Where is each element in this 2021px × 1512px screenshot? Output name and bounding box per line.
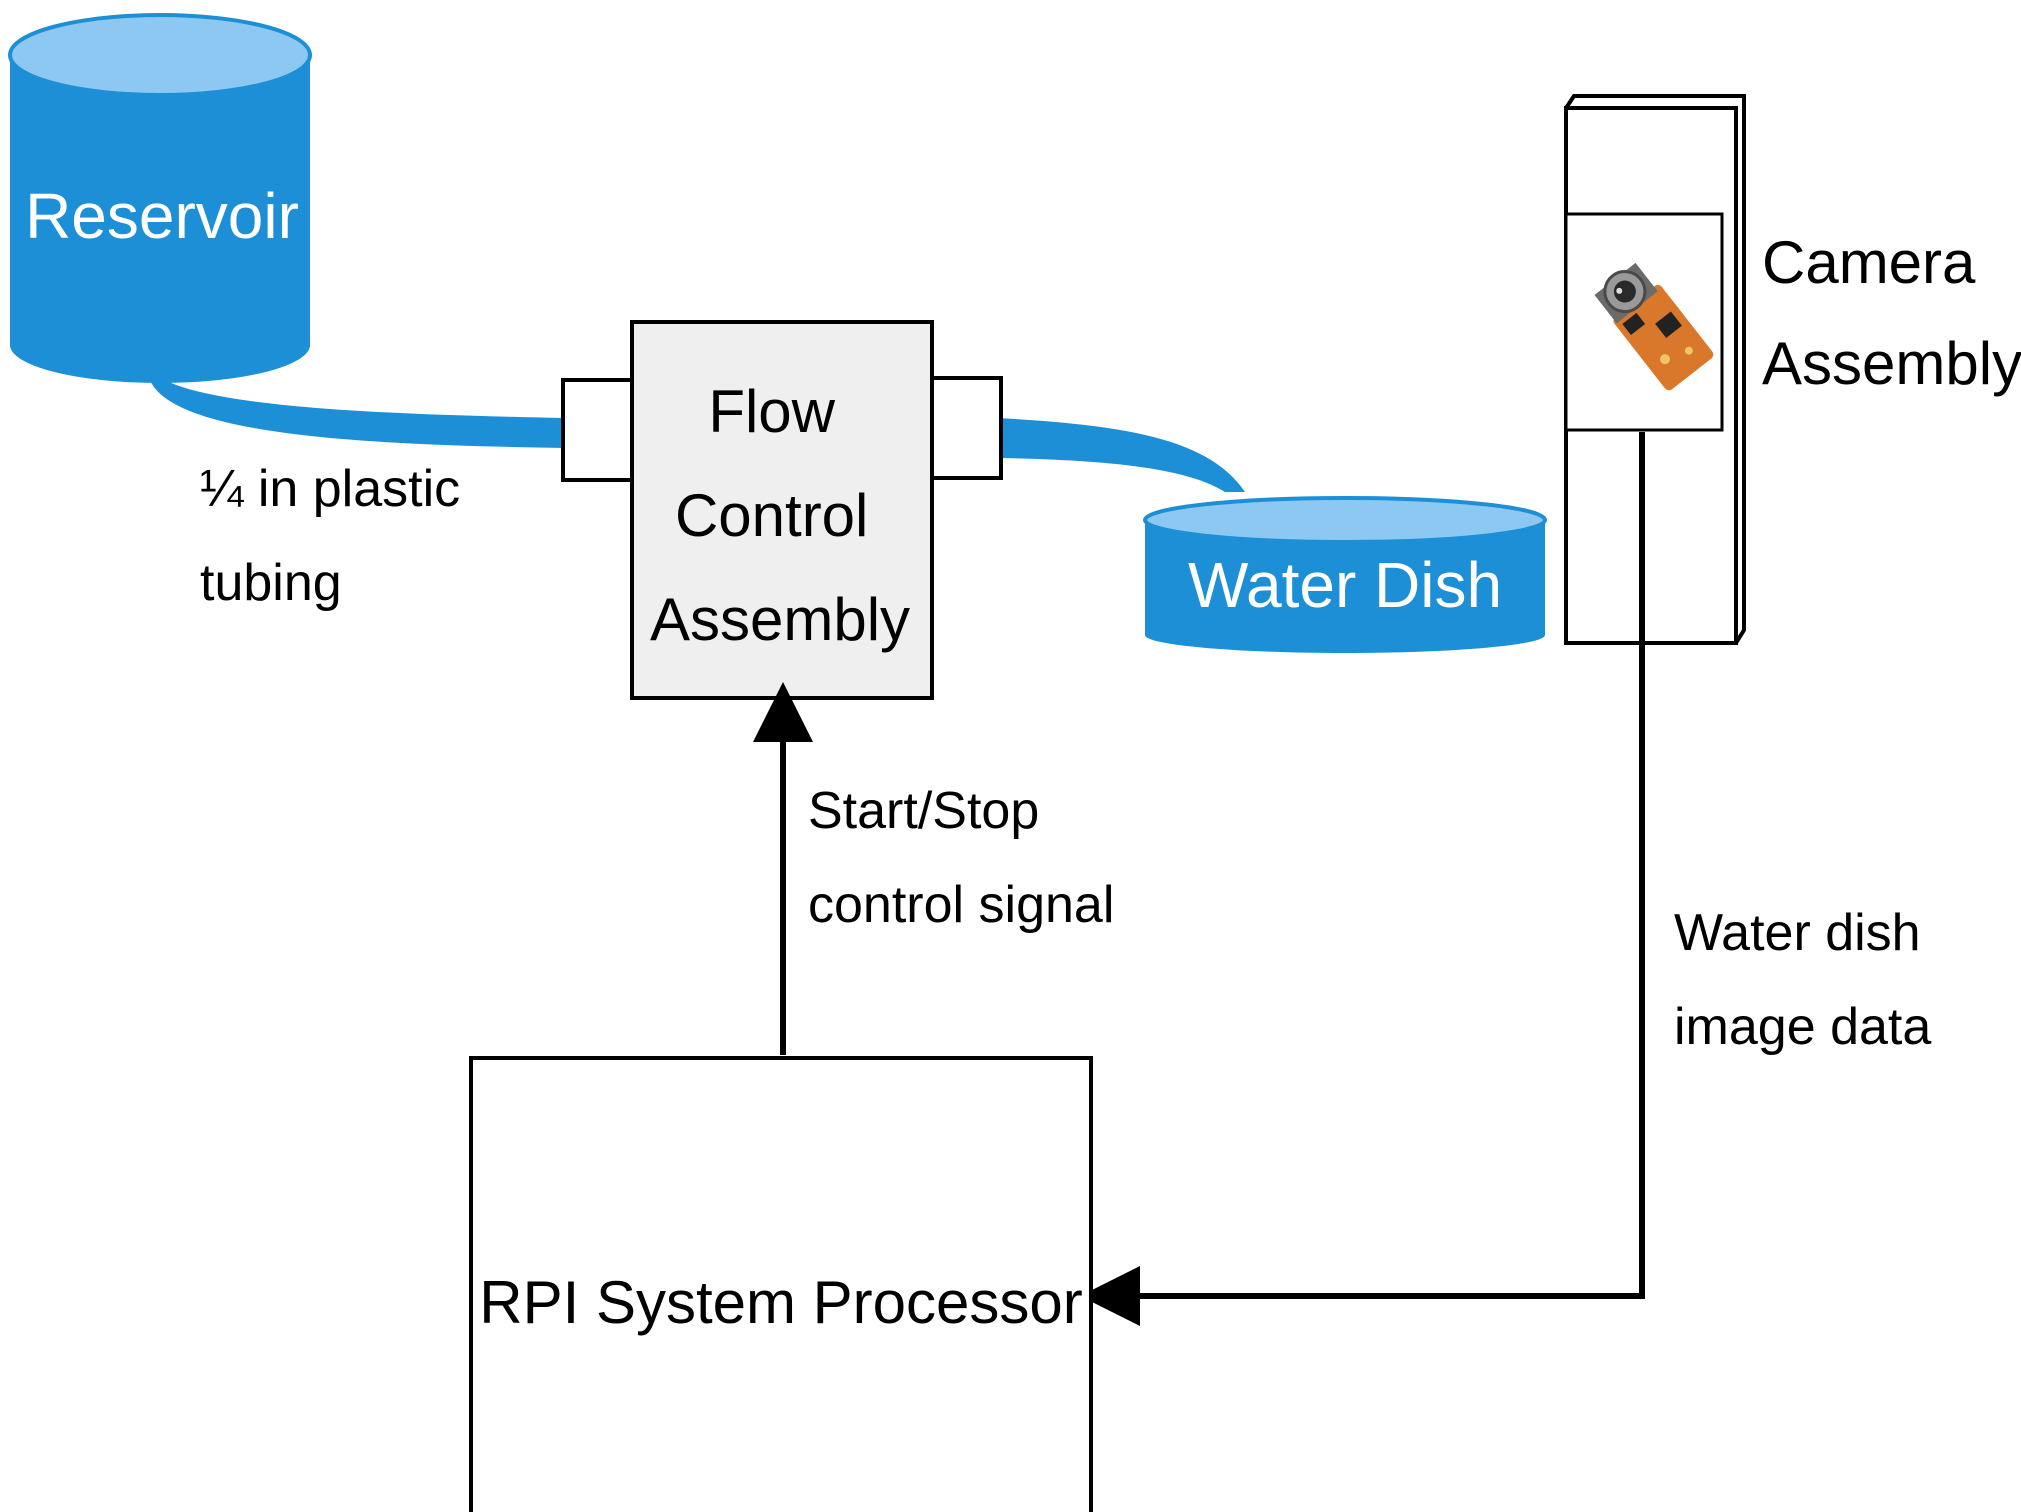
water-dish: Water Dish (1143, 496, 1547, 653)
image-data-line-2: image data (1674, 998, 1931, 1056)
tubing-reservoir-to-flow (150, 368, 565, 448)
camera-label: Camera Assembly (1762, 229, 2021, 397)
camera-label-line-1: Camera (1762, 229, 1976, 296)
camera-label-line-2: Assembly (1762, 330, 2021, 397)
reservoir-cylinder: Reservoir (8, 13, 312, 383)
image-data-label: Water dish image data (1674, 904, 1935, 1056)
camera-housing (1564, 94, 1746, 645)
camera-module-icon (1594, 262, 1714, 391)
tubing-label: ¼ in plastic tubing (200, 460, 475, 612)
tubing-label-line-1: ¼ in plastic (200, 460, 460, 518)
flow-control-line-1: Flow (708, 378, 835, 445)
image-data-line-1: Water dish (1674, 904, 1921, 962)
flow-control-line-2: Control (675, 482, 868, 549)
control-signal-line-1: Start/Stop (808, 782, 1039, 840)
flow-control-box (630, 320, 934, 700)
processor-box (469, 1056, 1093, 1512)
processor-label: RPI System Processor (479, 1269, 1083, 1336)
flow-outlet-port (929, 376, 1003, 480)
flow-control-label: Flow Control Assembly (650, 378, 910, 653)
control-signal-label: Start/Stop control signal (808, 782, 1114, 934)
water-dish-label: Water Dish (1188, 549, 1502, 621)
flow-control-line-3: Assembly (650, 586, 910, 653)
control-signal-line-2: control signal (808, 876, 1114, 934)
tubing-flow-to-dish (997, 418, 1245, 492)
reservoir-label: Reservoir (25, 180, 299, 252)
image-data-arrow (1080, 432, 1645, 1326)
flow-inlet-port (561, 378, 635, 482)
tubing-label-line-2: tubing (200, 554, 342, 612)
